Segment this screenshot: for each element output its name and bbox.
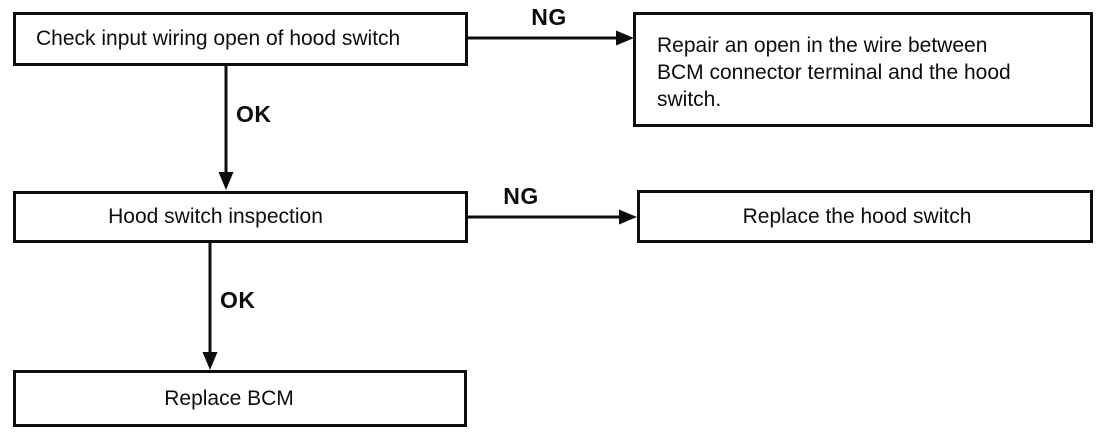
node-repair-open-wire-line-3: switch. bbox=[657, 88, 722, 111]
edge-result-label-ok-top: OK bbox=[236, 101, 272, 127]
node-check-input-wiring-label: Check input wiring open of hood switch bbox=[36, 27, 401, 50]
node-check-input-wiring: Check input wiring open of hood switch bbox=[13, 12, 468, 66]
edge-ok-check-to-inspection bbox=[218, 66, 234, 190]
node-repair-open-wire: Repair an open in the wire between BCM c… bbox=[633, 12, 1093, 127]
edge-ok-inspection-to-replace-bcm bbox=[202, 243, 218, 370]
edge-result-label-ok-bottom: OK bbox=[220, 287, 256, 313]
node-hood-switch-inspection: Hood switch inspection bbox=[13, 191, 468, 243]
edge-result-label-ng-middle: NG bbox=[503, 183, 539, 209]
node-repair-open-wire-line-1: Repair an open in the wire between bbox=[657, 34, 988, 57]
node-replace-hood-switch-label: Replace the hood switch bbox=[742, 204, 972, 228]
edge-ng-check-to-repair bbox=[468, 30, 634, 46]
node-replace-hood-switch: Replace the hood switch bbox=[637, 190, 1093, 243]
edge-ng-inspection-to-replace-switch bbox=[468, 209, 637, 225]
node-replace-bcm-label: Replace BCM bbox=[164, 386, 294, 410]
node-repair-open-wire-line-2: BCM connector terminal and the hood bbox=[657, 61, 1011, 84]
edge-result-label-ng-top: NG bbox=[531, 4, 567, 30]
node-replace-bcm: Replace BCM bbox=[13, 370, 467, 427]
node-hood-switch-inspection-label: Hood switch inspection bbox=[108, 205, 323, 228]
